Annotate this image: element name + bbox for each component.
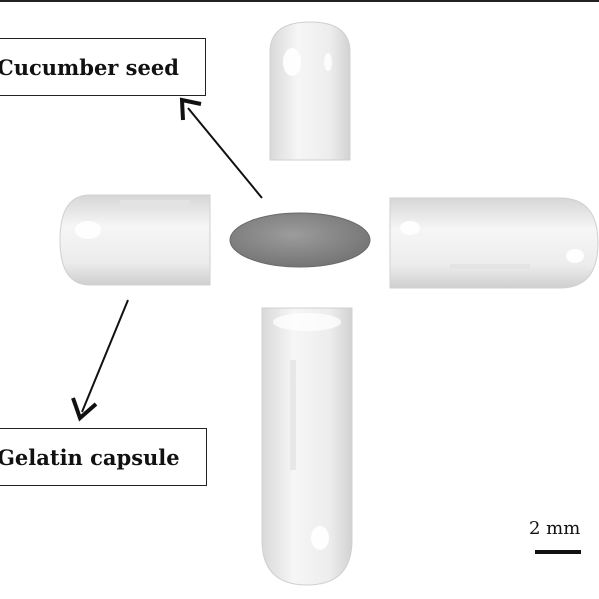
capsule-right (389, 197, 599, 289)
capsule-top (269, 21, 351, 161)
seed-arrow (179, 97, 263, 199)
capsule-left (59, 194, 211, 286)
capsule-bottom (261, 307, 353, 586)
cucumber-seed (229, 212, 371, 268)
capsule-arrow (71, 299, 129, 422)
scale-bar-label: 2 mm (529, 518, 581, 539)
gelatin-capsule-label: Gelatin capsule (0, 428, 207, 486)
scale-bar (535, 550, 581, 554)
cucumber-seed-label: Cucumber seed (0, 38, 206, 96)
